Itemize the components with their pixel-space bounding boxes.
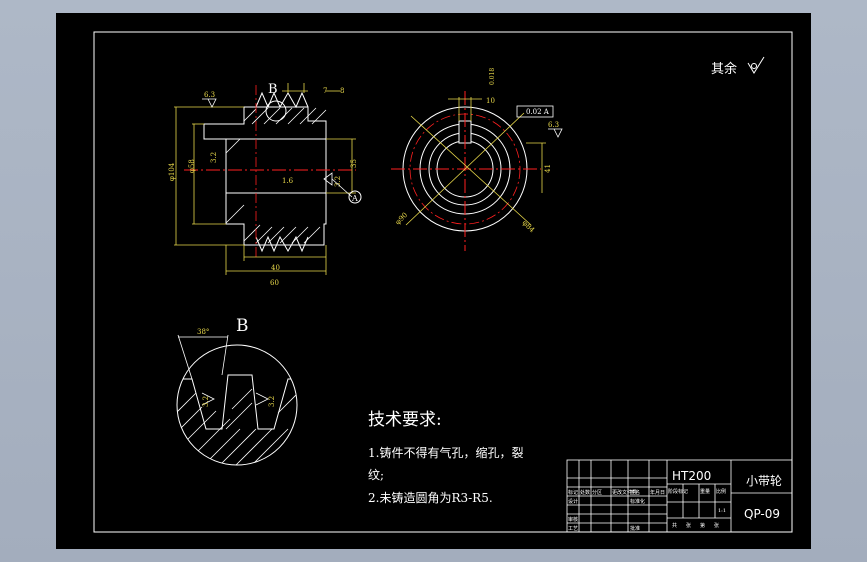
- datum-circle: [348, 190, 362, 204]
- dim-hub-len: 40: [271, 264, 280, 272]
- roughness-front: [548, 128, 563, 138]
- requirements-title: 技术要求:: [368, 410, 442, 430]
- border-frame: [93, 31, 793, 533]
- dim-groove-width: 7: [323, 87, 327, 95]
- side-dimensions: [174, 83, 356, 275]
- material-label: HT200: [672, 469, 711, 483]
- roughness-right-face: [323, 172, 333, 186]
- dim-right-rough: 6.3: [548, 121, 559, 129]
- dim-key-width: 10: [486, 97, 495, 105]
- tb-weight: 重量: [700, 488, 710, 495]
- dim-face-rough-right: 3.2: [334, 176, 342, 187]
- drawing-canvas[interactable]: 其余: [56, 13, 811, 549]
- tb-sheet-no: 第: [700, 522, 705, 529]
- tb-scale: 1:1: [718, 508, 726, 514]
- dim-section-angle: 38°: [197, 328, 209, 336]
- tb-row1-d: 更改文件号: [612, 489, 637, 496]
- title-block: [566, 459, 793, 533]
- dim-outer-dia: φ104: [168, 162, 176, 181]
- dim-diag-right: φ84: [521, 219, 537, 235]
- tb-row1-a: 标记: [568, 489, 578, 496]
- pulley-section-view: [203, 91, 327, 253]
- dim-bore-rough: 3.2: [210, 152, 218, 163]
- dim-key-tol: 0.018: [489, 68, 496, 85]
- dim-key-depth: 41: [544, 164, 552, 173]
- tb-process: 工艺: [568, 526, 578, 532]
- dim-surface-topleft: 6.3: [204, 91, 215, 99]
- tolerance-frame: [516, 105, 554, 118]
- requirements-line2: 纹;: [368, 468, 384, 482]
- tb-approve: 批准: [630, 525, 640, 532]
- section-mark-top: B: [268, 82, 278, 97]
- surface-note: 其余: [711, 61, 737, 77]
- tb-row1-c: 分区: [592, 489, 602, 496]
- tb-design: 设计: [568, 498, 578, 505]
- part-name: 小带轮: [746, 474, 782, 488]
- front-dimensions: [405, 97, 546, 226]
- drawing-number: QP-09: [744, 507, 780, 521]
- tb-sheet-total: 共: [672, 522, 677, 529]
- dim-inner-dia: φ58: [188, 159, 196, 173]
- tb-row1-f: 年月日: [650, 489, 665, 496]
- tb-row1-e: 签名: [630, 489, 640, 496]
- dim-section-rough: 3.2: [202, 396, 210, 407]
- dim-section-rough-b: 3.2: [268, 396, 276, 407]
- datum-label: A: [351, 194, 358, 203]
- detail-circle: [265, 100, 287, 122]
- datum-leader: [331, 178, 353, 198]
- dim-keyway-tol: 0.02 A: [526, 108, 550, 116]
- requirements-line1: 1.铸件不得有气孔，缩孔，裂: [368, 445, 523, 460]
- tb-stage: 阶段标记: [668, 488, 688, 495]
- roughness-topleft: [202, 98, 217, 108]
- requirements-line3: 2.未铸造圆角为R3-R5.: [368, 490, 493, 505]
- detail-b-view: [176, 334, 298, 466]
- detail-label: B: [236, 316, 249, 336]
- drawing-svg: 其余: [93, 31, 793, 533]
- tb-review: 审核: [568, 516, 578, 523]
- tb-ratio: 比例: [716, 488, 726, 495]
- tb-row1-b: 处数: [580, 489, 590, 496]
- dim-bore: 35: [350, 159, 358, 168]
- tb-sheet-b: 张: [714, 522, 719, 529]
- roughness-symbol: [747, 56, 765, 74]
- tb-sheet-a: 张: [686, 522, 691, 529]
- roughness-circle: [751, 63, 757, 69]
- dim-total-len: 60: [270, 279, 279, 287]
- dim-face-rough: 1.6: [282, 177, 294, 185]
- tb-standard: 标准化: [630, 498, 645, 505]
- dim-groove-pitch: 8: [340, 87, 344, 95]
